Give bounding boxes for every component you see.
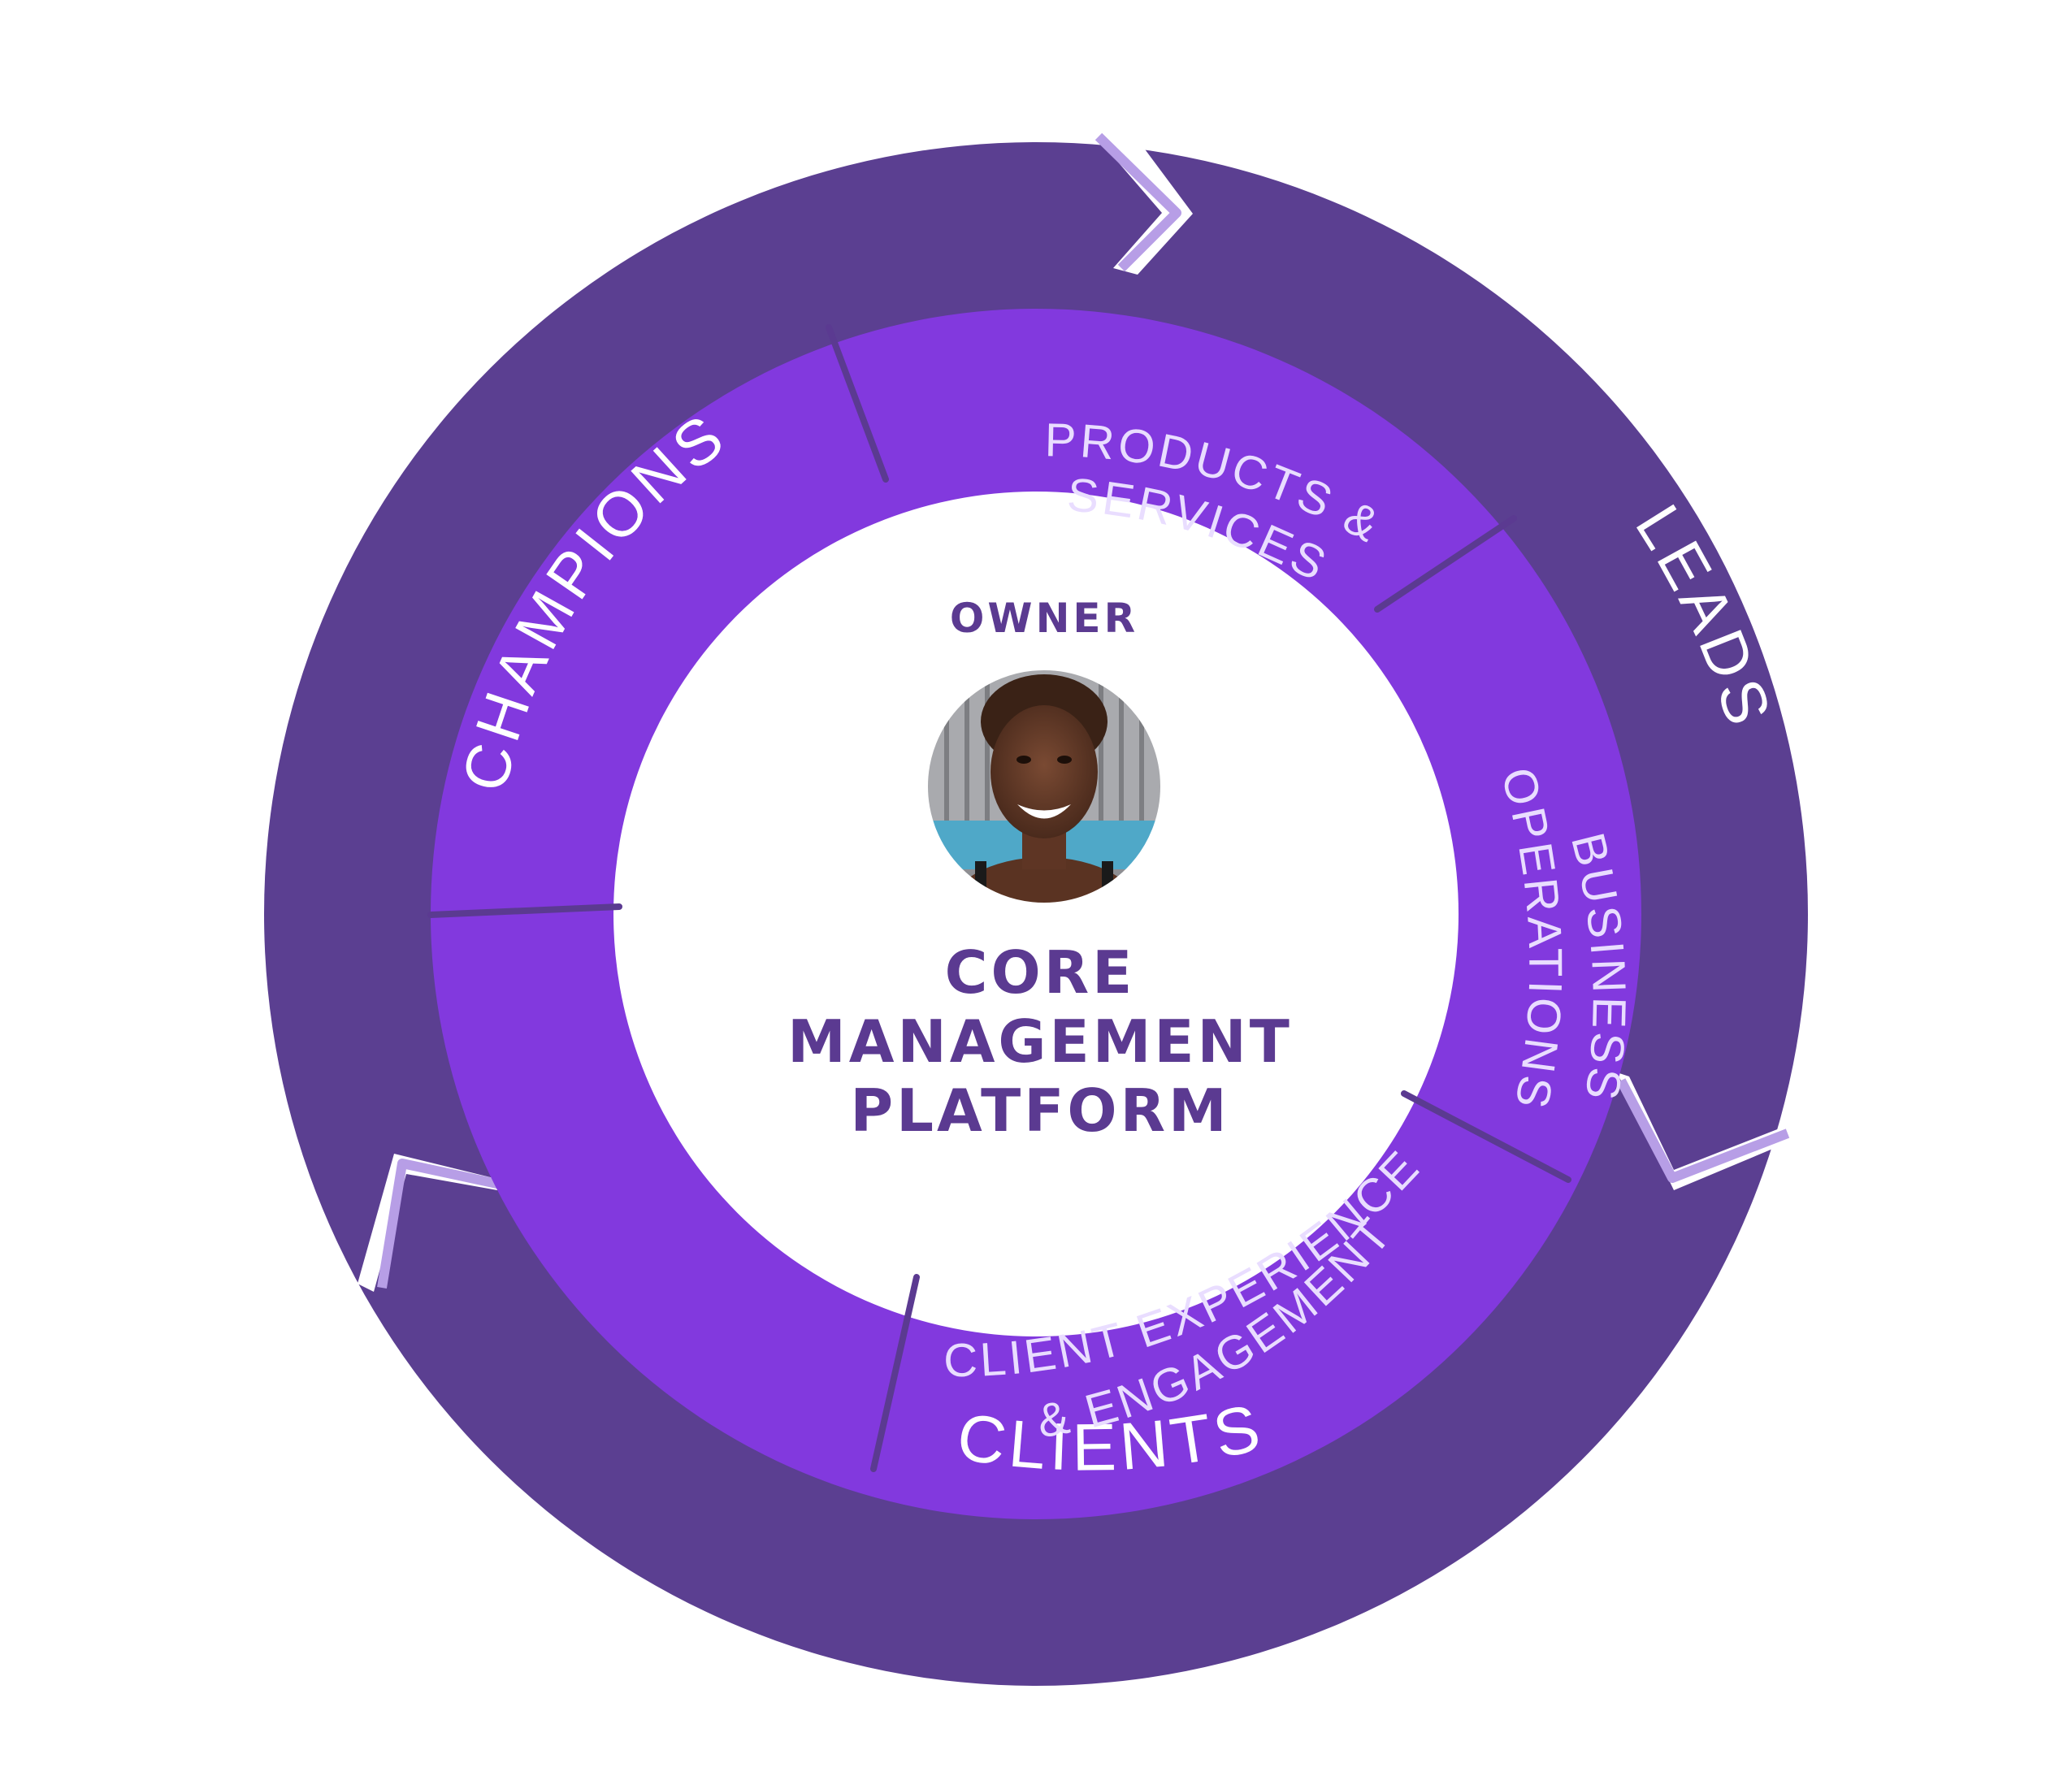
owner-label: OWNER xyxy=(950,595,1138,642)
arrow-notch-top xyxy=(1089,128,1193,275)
inner-ring-dividers xyxy=(427,324,1571,1472)
outer-ring-arrows xyxy=(358,128,1800,1292)
platform-title-line2: MANAGEMENT xyxy=(787,1007,1293,1076)
center-disk xyxy=(613,492,1459,1336)
platform-title-line1: CORE xyxy=(945,938,1136,1007)
owner-avatar xyxy=(927,669,1161,903)
platform-title-line3: PLATFORM xyxy=(850,1076,1229,1145)
avatar-frame xyxy=(926,669,1162,904)
